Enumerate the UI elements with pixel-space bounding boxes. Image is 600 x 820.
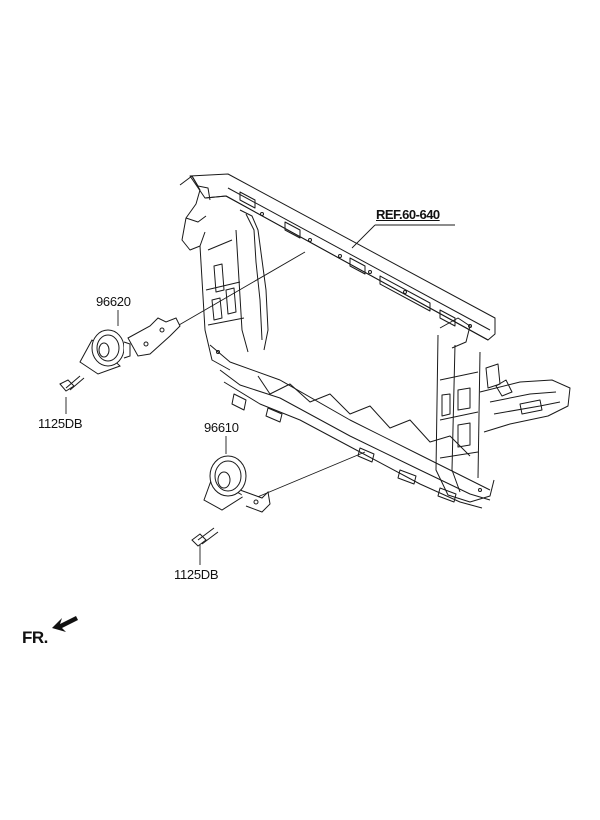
horn-upper-label: 96620 — [96, 294, 131, 309]
ref-leader-line — [351, 224, 376, 249]
upper-horn-attach-line — [159, 251, 306, 337]
radiator-support-frame — [179, 173, 571, 509]
horn-lower-part — [203, 455, 271, 513]
bolt-upper-part — [59, 375, 85, 392]
bolt-lower-label: 1125DB — [174, 567, 219, 582]
bolt-upper-label: 1125DB — [38, 416, 83, 431]
horn-lower-label: 96610 — [204, 420, 239, 435]
arrow-down-left-icon — [52, 616, 78, 632]
horn-upper-part — [79, 317, 181, 375]
lower-horn-attach-line — [254, 451, 366, 499]
front-direction-label: FR. — [22, 628, 48, 647]
leader-lines — [65, 224, 455, 565]
ref-label: REF.60-640 — [376, 207, 440, 222]
bolt-lower-part — [191, 527, 219, 547]
